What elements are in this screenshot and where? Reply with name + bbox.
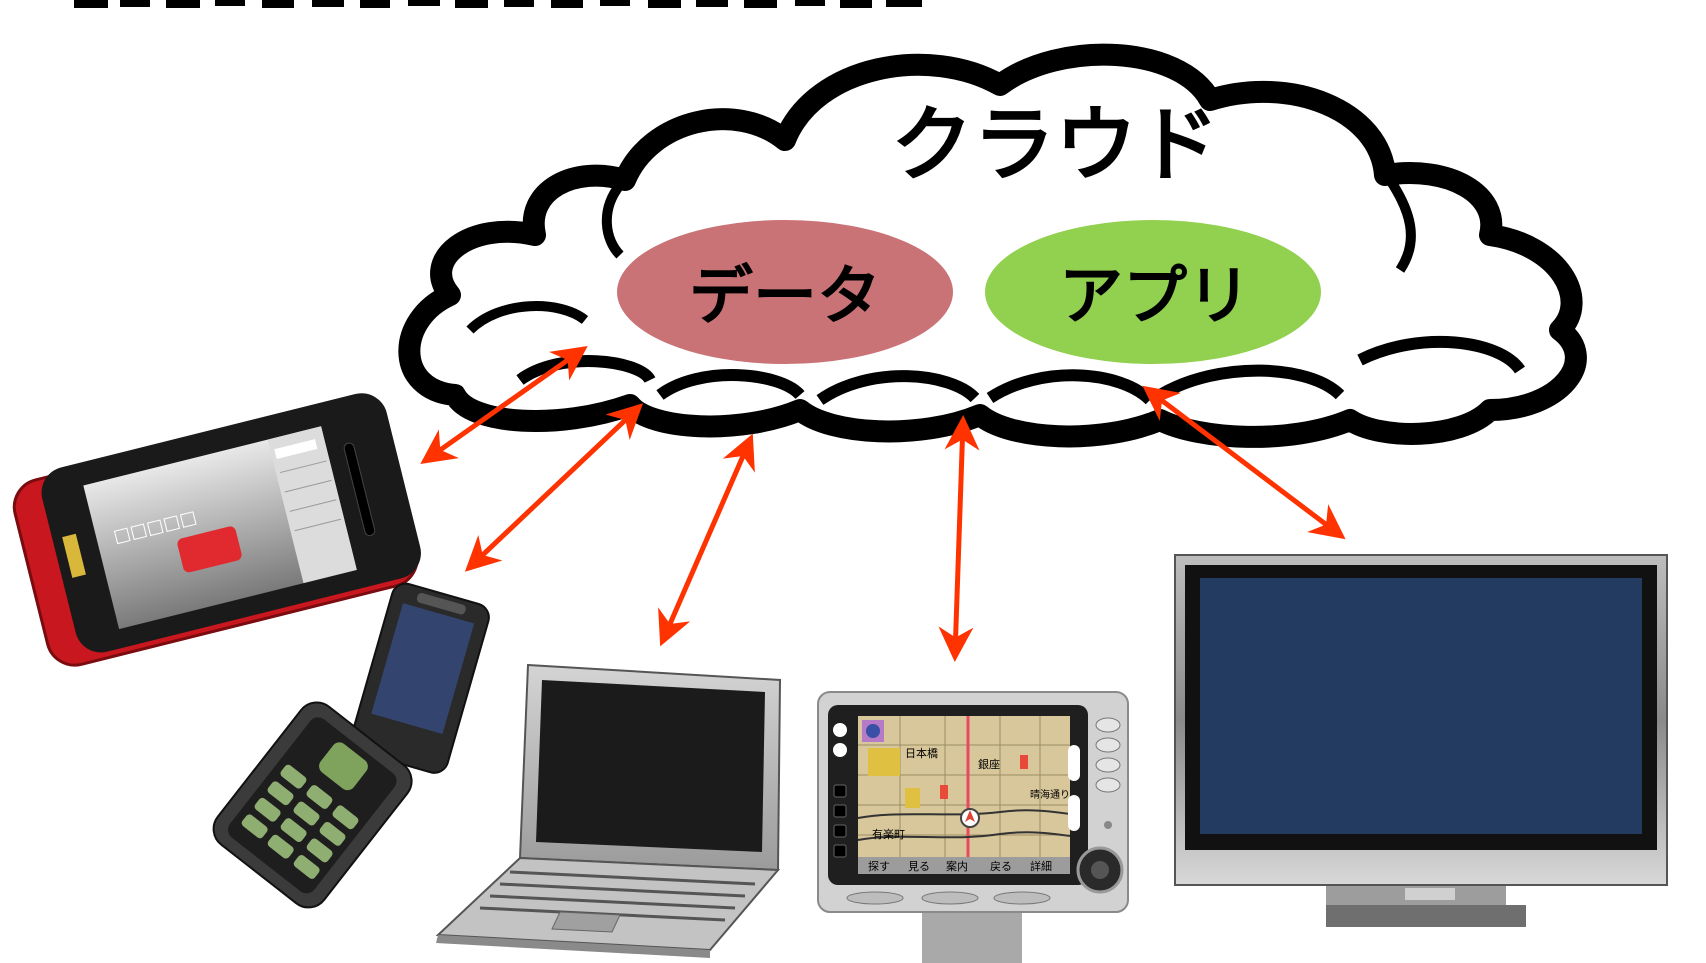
cloud-label: クラウド	[891, 98, 1219, 193]
data-oval: データ	[617, 220, 953, 364]
flip-phone-icon	[212, 582, 490, 909]
smartphone-icon: □□□□□	[12, 393, 421, 667]
connection-arrows	[420, 345, 1346, 662]
data-label: データ	[689, 260, 881, 334]
nav-button-detail[interactable]: 詳細	[1030, 859, 1052, 873]
arrow-car-navigation	[938, 415, 980, 662]
arrow-flip-phone	[464, 403, 644, 572]
car-navigation-icon: 日本橋 銀座 晴海通り 有楽町 探す 見る 案内 戻る 詳細	[817, 691, 1129, 963]
map-label-yurakucho: 有楽町	[872, 827, 905, 841]
map-label-ginza: 銀座	[978, 757, 1000, 771]
nav-button-back[interactable]: 戻る	[990, 860, 1012, 873]
laptop-icon	[435, 663, 782, 958]
app-label: アプリ	[1059, 260, 1251, 334]
cut-off-heading	[74, 0, 922, 8]
map-label-harumi-dori: 晴海通り	[1030, 788, 1070, 801]
app-oval: アプリ	[985, 220, 1321, 364]
nav-button-view[interactable]: 見る	[908, 860, 930, 873]
arrow-laptop	[658, 433, 755, 647]
nav-button-guide[interactable]: 案内	[946, 859, 968, 873]
map-label-nihonbashi: 日本橋	[905, 746, 938, 760]
arrow-television	[1142, 385, 1346, 540]
television-icon	[1174, 554, 1668, 927]
nav-button-search[interactable]: 探す	[868, 860, 890, 873]
